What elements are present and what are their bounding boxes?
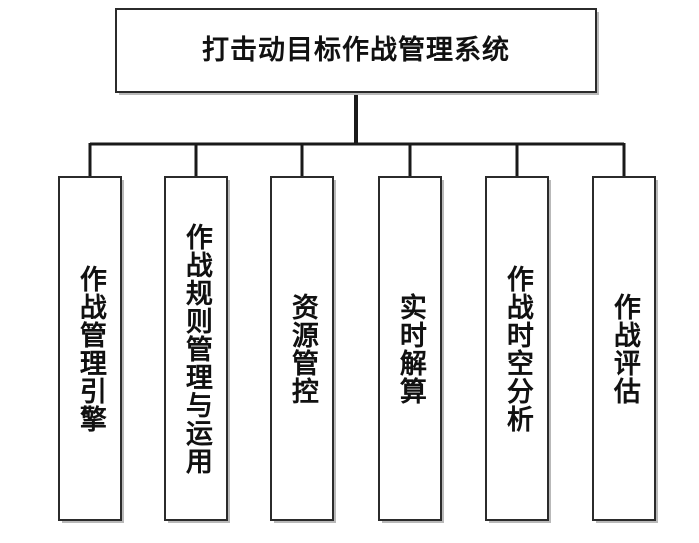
child-node-6-label: 作战评估: [608, 292, 640, 405]
child-node-1-label: 作战管理引擎: [74, 264, 106, 433]
child-node-4-label: 实时解算: [394, 292, 426, 405]
root-node-system[interactable]: 打击动目标作战管理系统: [115, 8, 597, 93]
child-node-5[interactable]: 作战时空分析: [485, 176, 549, 521]
root-node-label: 打击动目标作战管理系统: [202, 35, 510, 66]
child-node-6[interactable]: 作战评估: [592, 176, 656, 521]
child-node-2[interactable]: 作战规则管理与运用: [164, 176, 228, 521]
child-node-1[interactable]: 作战管理引擎: [58, 176, 122, 521]
child-node-4[interactable]: 实时解算: [378, 176, 442, 521]
child-node-2-label: 作战规则管理与运用: [180, 222, 212, 475]
child-node-3[interactable]: 资源管控: [270, 176, 334, 521]
child-node-5-label: 作战时空分析: [501, 264, 533, 433]
child-node-3-label: 资源管控: [286, 292, 318, 405]
